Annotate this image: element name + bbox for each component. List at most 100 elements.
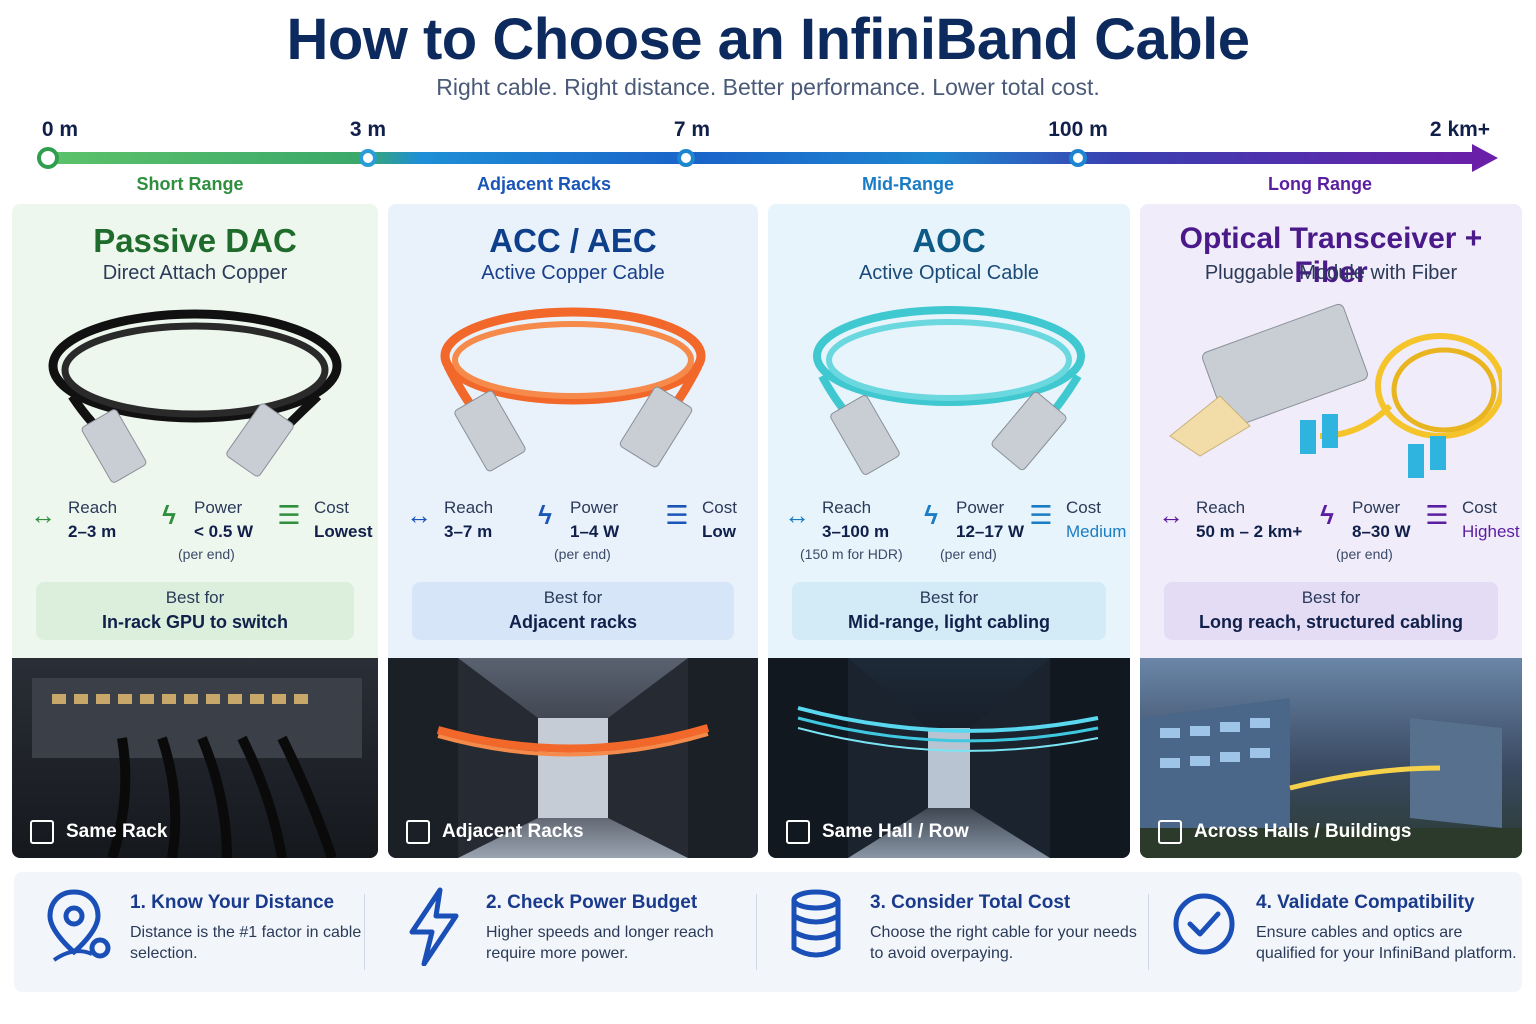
reach-metric: ↔ Reach 3–7 m bbox=[402, 496, 522, 566]
power-value: 8–30 W bbox=[1352, 522, 1411, 541]
timeline-dot-100m bbox=[1069, 149, 1087, 167]
timeline-bar bbox=[48, 152, 1478, 164]
tip-text: Higher speeds and longer reach require m… bbox=[486, 924, 714, 962]
tip-title: 4. Validate Compatibility bbox=[1256, 892, 1475, 913]
tip-title: 2. Check Power Budget bbox=[486, 892, 698, 913]
best-for-label: Best for bbox=[165, 588, 225, 607]
tick-0m: 0 m bbox=[41, 118, 79, 141]
best-for-label: Best for bbox=[1301, 588, 1361, 607]
power-note: (per end) bbox=[554, 546, 611, 562]
scene-adjacent-racks: Adjacent Racks bbox=[388, 658, 758, 858]
scene-label-text: Across Halls / Buildings bbox=[1194, 821, 1412, 842]
tip-cost: 3. Consider Total Cost Choose the right … bbox=[784, 872, 1144, 992]
metrics-row: ↔ Reach 2–3 m ϟ Power < 0.5 W (per end) … bbox=[12, 496, 378, 566]
scene-label: Across Halls / Buildings bbox=[1158, 820, 1412, 844]
column-passive-dac: Passive DAC Direct Attach Copper ↔ Reach… bbox=[12, 204, 378, 858]
cost-metric: ☰ Cost Highest bbox=[1420, 496, 1520, 566]
column-subtitle: Direct Attach Copper bbox=[102, 262, 288, 284]
range-short: Short Range bbox=[136, 174, 244, 194]
rack-switch-image bbox=[32, 678, 362, 858]
lightning-icon bbox=[409, 887, 459, 966]
metrics-row: ↔ Reach 3–7 m ϟ Power 1–4 W (per end) ☰ … bbox=[388, 496, 758, 566]
column-title: AOC bbox=[912, 222, 986, 259]
grid-icon bbox=[406, 820, 430, 844]
scene-label: Adjacent Racks bbox=[406, 820, 584, 844]
database-icon: ☰ bbox=[277, 500, 301, 530]
best-for-value: Mid-range, light cabling bbox=[848, 612, 1050, 632]
lightning-icon: ϟ bbox=[162, 500, 176, 530]
timeline-arrow-icon bbox=[1472, 144, 1498, 172]
column-aoc: AOC Active Optical Cable ↔ Reach 3–100 m… bbox=[768, 204, 1130, 858]
cost-metric: ☰ Cost Low bbox=[660, 496, 750, 566]
scene-label-text: Adjacent Racks bbox=[442, 821, 584, 842]
divider bbox=[756, 894, 757, 970]
best-for-box: Best for Mid-range, light cabling bbox=[792, 582, 1106, 640]
scene-label: Same Rack bbox=[30, 820, 167, 844]
cost-value: Medium bbox=[1066, 522, 1127, 541]
reach-value: 3–7 m bbox=[444, 522, 493, 541]
timeline-start-dot bbox=[37, 147, 59, 169]
power-note: (per end) bbox=[940, 546, 997, 562]
power-metric: ϟ Power < 0.5 W (per end) bbox=[152, 496, 262, 566]
power-value: < 0.5 W bbox=[194, 522, 254, 541]
checkmark-circle-icon bbox=[1173, 893, 1235, 955]
column-title: Passive DAC bbox=[93, 222, 297, 259]
database-icon: ☰ bbox=[1425, 500, 1449, 530]
column-acc-aec: ACC / AEC Active Copper Cable ↔ Reach 3–… bbox=[388, 204, 758, 858]
database-icon: ☰ bbox=[1029, 500, 1053, 530]
cost-value: Lowest bbox=[314, 522, 373, 541]
metrics-row: ↔ Reach 3–100 m (150 m for HDR) ϟ Power … bbox=[768, 496, 1130, 566]
dac-cable-image bbox=[48, 309, 342, 483]
best-for-label: Best for bbox=[543, 588, 603, 607]
best-for-value: Adjacent racks bbox=[508, 612, 638, 632]
column-subtitle: Pluggable Module with Fiber bbox=[1204, 262, 1458, 284]
cost-value: Low bbox=[702, 522, 736, 541]
page-title: How to Choose an InfiniBand Cable bbox=[286, 7, 1250, 72]
acc-cable-image bbox=[440, 307, 706, 472]
arrows-horizontal-icon: ↔ bbox=[1158, 500, 1184, 530]
campus-buildings-image bbox=[1140, 698, 1522, 858]
column-optical-transceiver: Optical Transceiver + Fiber Pluggable Mo… bbox=[1140, 204, 1522, 858]
power-label: Power bbox=[956, 498, 1005, 517]
column-title: Optical Transceiver + Fiber bbox=[1179, 222, 1483, 289]
best-for-value: In-rack GPU to switch bbox=[101, 612, 289, 632]
cost-metric: ☰ Cost Lowest bbox=[272, 496, 372, 566]
column-title: ACC / AEC bbox=[489, 222, 657, 259]
reach-label: Reach bbox=[1196, 498, 1246, 517]
cost-label: Cost bbox=[1462, 498, 1497, 517]
arrows-horizontal-icon: ↔ bbox=[784, 500, 810, 530]
cost-metric: ☰ Cost Medium bbox=[1024, 496, 1128, 566]
tick-7m: 7 m bbox=[673, 118, 711, 141]
metrics-row: ↔ Reach 50 m – 2 km+ ϟ Power 8–30 W (per… bbox=[1140, 496, 1522, 566]
lightning-icon: ϟ bbox=[538, 500, 552, 530]
timeline-dot-7m bbox=[677, 149, 695, 167]
building-icon bbox=[786, 820, 810, 844]
reach-metric: ↔ Reach 3–100 m (150 m for HDR) bbox=[780, 496, 920, 566]
reach-value: 50 m – 2 km+ bbox=[1196, 522, 1303, 541]
power-note: (per end) bbox=[178, 546, 235, 562]
divider bbox=[1148, 894, 1149, 970]
tip-compatibility: 4. Validate Compatibility Ensure cables … bbox=[1170, 872, 1520, 992]
best-for-value: Long reach, structured cabling bbox=[1198, 612, 1464, 632]
aoc-cable-image bbox=[813, 306, 1085, 475]
power-value: 1–4 W bbox=[570, 522, 620, 541]
reach-value: 2–3 m bbox=[68, 522, 117, 541]
page-subtitle: Right cable. Right distance. Better perf… bbox=[436, 74, 1100, 100]
tick-2km: 2 km+ bbox=[1429, 118, 1491, 141]
power-label: Power bbox=[570, 498, 619, 517]
lightning-icon: ϟ bbox=[924, 500, 938, 530]
reach-label: Reach bbox=[68, 498, 118, 517]
column-subtitle: Active Optical Cable bbox=[858, 262, 1040, 284]
arrows-horizontal-icon: ↔ bbox=[406, 500, 432, 530]
cost-label: Cost bbox=[314, 498, 349, 517]
tip-title: 1. Know Your Distance bbox=[130, 892, 335, 913]
arrows-horizontal-icon: ↔ bbox=[30, 500, 56, 530]
buildings-icon bbox=[1158, 820, 1182, 844]
reach-note: (150 m for HDR) bbox=[800, 546, 903, 562]
reach-value: 3–100 m bbox=[822, 522, 890, 541]
tip-text: Ensure cables and optics are qualified f… bbox=[1256, 924, 1517, 962]
datacenter-aisle-image bbox=[388, 658, 758, 858]
best-for-box: Best for Adjacent racks bbox=[412, 582, 734, 640]
scene-label: Same Hall / Row bbox=[786, 820, 969, 844]
column-subtitle: Active Copper Cable bbox=[481, 262, 665, 284]
